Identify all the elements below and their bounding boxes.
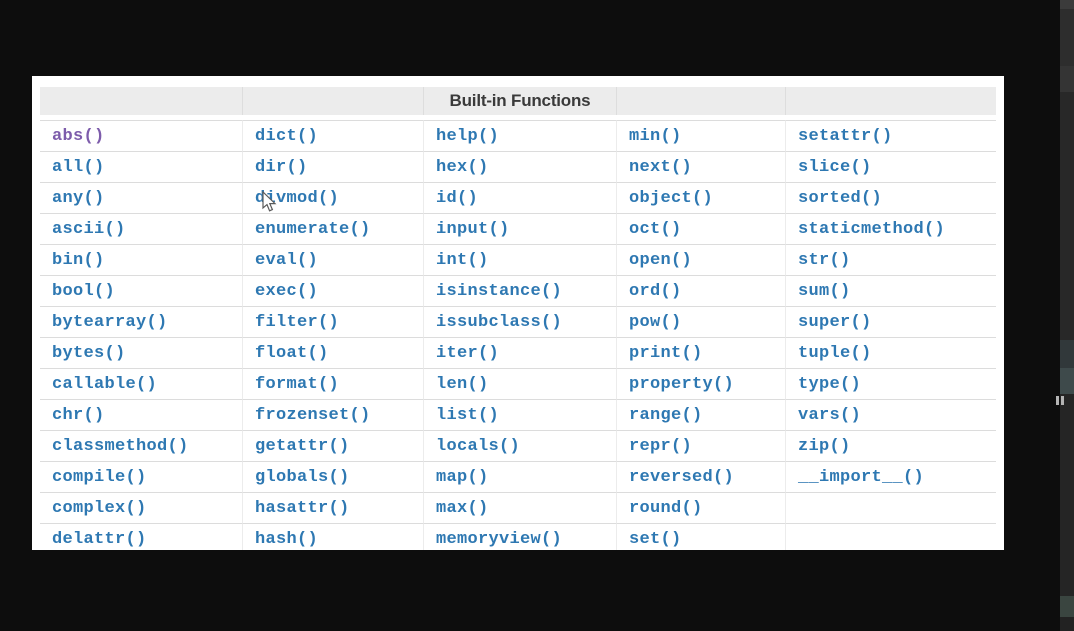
function-link[interactable]: map() (423, 461, 616, 492)
function-link[interactable]: any() (40, 182, 242, 213)
table-caption: Built-in Functions (423, 87, 616, 115)
function-link[interactable]: callable() (40, 368, 242, 399)
function-link[interactable]: float() (242, 337, 423, 368)
function-link[interactable]: enumerate() (242, 213, 423, 244)
caption-spacer-cell (242, 87, 423, 115)
caption-spacer-cell (40, 87, 242, 115)
function-link[interactable]: min() (616, 120, 785, 151)
function-link[interactable]: next() (616, 151, 785, 182)
edge-strip-segment (1060, 394, 1074, 596)
function-link[interactable]: tuple() (785, 337, 996, 368)
pause-bars-icon (1056, 396, 1066, 405)
function-link[interactable]: dir() (242, 151, 423, 182)
function-link[interactable]: bytearray() (40, 306, 242, 337)
function-link[interactable]: object() (616, 182, 785, 213)
function-link[interactable]: ord() (616, 275, 785, 306)
function-link[interactable]: set() (616, 523, 785, 550)
caption-spacer-cell (785, 87, 996, 115)
edge-strip-segment (1060, 9, 1074, 66)
function-link[interactable]: iter() (423, 337, 616, 368)
function-link[interactable]: slice() (785, 151, 996, 182)
table-caption-row: Built-in Functions (40, 87, 996, 115)
function-link[interactable]: getattr() (242, 430, 423, 461)
function-link[interactable]: delattr() (40, 523, 242, 550)
function-link[interactable]: setattr() (785, 120, 996, 151)
function-link[interactable]: chr() (40, 399, 242, 430)
edge-strip-segment (1060, 617, 1074, 631)
function-link[interactable]: issubclass() (423, 306, 616, 337)
function-link[interactable]: ascii() (40, 213, 242, 244)
function-link[interactable]: globals() (242, 461, 423, 492)
function-link[interactable]: format() (242, 368, 423, 399)
function-link[interactable]: isinstance() (423, 275, 616, 306)
function-link[interactable]: __import__() (785, 461, 996, 492)
function-link[interactable]: sorted() (785, 182, 996, 213)
function-link[interactable]: zip() (785, 430, 996, 461)
function-link[interactable]: range() (616, 399, 785, 430)
function-link[interactable]: classmethod() (40, 430, 242, 461)
function-link[interactable]: bytes() (40, 337, 242, 368)
function-link[interactable]: divmod() (242, 182, 423, 213)
function-link[interactable]: bool() (40, 275, 242, 306)
function-link[interactable]: type() (785, 368, 996, 399)
function-link[interactable]: len() (423, 368, 616, 399)
function-link[interactable]: input() (423, 213, 616, 244)
function-link[interactable]: hex() (423, 151, 616, 182)
function-link[interactable]: eval() (242, 244, 423, 275)
function-link[interactable]: super() (785, 306, 996, 337)
function-link[interactable]: id() (423, 182, 616, 213)
edge-strip-segment (1060, 368, 1074, 394)
builtin-functions-table: abs()dict()help()min()setattr() all()dir(… (40, 120, 996, 550)
function-link[interactable]: compile() (40, 461, 242, 492)
function-link[interactable]: filter() (242, 306, 423, 337)
function-link[interactable]: bin() (40, 244, 242, 275)
function-link[interactable]: exec() (242, 275, 423, 306)
function-link[interactable]: help() (423, 120, 616, 151)
function-link[interactable]: vars() (785, 399, 996, 430)
function-link[interactable]: property() (616, 368, 785, 399)
edge-strip-segment (1060, 596, 1074, 617)
caption-spacer-cell (616, 87, 785, 115)
function-link[interactable]: staticmethod() (785, 213, 996, 244)
function-link[interactable]: reversed() (616, 461, 785, 492)
function-link[interactable]: list() (423, 399, 616, 430)
function-link[interactable]: all() (40, 151, 242, 182)
edge-strip-segment (1060, 92, 1074, 340)
empty-cell (785, 523, 996, 550)
function-link[interactable]: sum() (785, 275, 996, 306)
function-link[interactable]: complex() (40, 492, 242, 523)
function-link[interactable]: pow() (616, 306, 785, 337)
empty-cell (785, 492, 996, 523)
function-link[interactable]: abs() (40, 120, 242, 151)
function-link[interactable]: frozenset() (242, 399, 423, 430)
edge-strip-segment (1060, 66, 1074, 92)
function-link[interactable]: oct() (616, 213, 785, 244)
window-edge-strip (1060, 0, 1074, 631)
function-link[interactable]: open() (616, 244, 785, 275)
function-link[interactable]: hash() (242, 523, 423, 550)
function-link[interactable]: hasattr() (242, 492, 423, 523)
builtin-functions-table-card: Built-in Functions abs()dict()help()min(… (32, 76, 1004, 550)
function-link[interactable]: print() (616, 337, 785, 368)
function-link[interactable]: locals() (423, 430, 616, 461)
function-link[interactable]: max() (423, 492, 616, 523)
function-link[interactable]: repr() (616, 430, 785, 461)
function-link[interactable]: round() (616, 492, 785, 523)
function-link[interactable]: str() (785, 244, 996, 275)
function-link[interactable]: memoryview() (423, 523, 616, 550)
function-link[interactable]: int() (423, 244, 616, 275)
edge-strip-segment (1060, 0, 1074, 9)
function-link[interactable]: dict() (242, 120, 423, 151)
edge-strip-segment (1060, 340, 1074, 368)
